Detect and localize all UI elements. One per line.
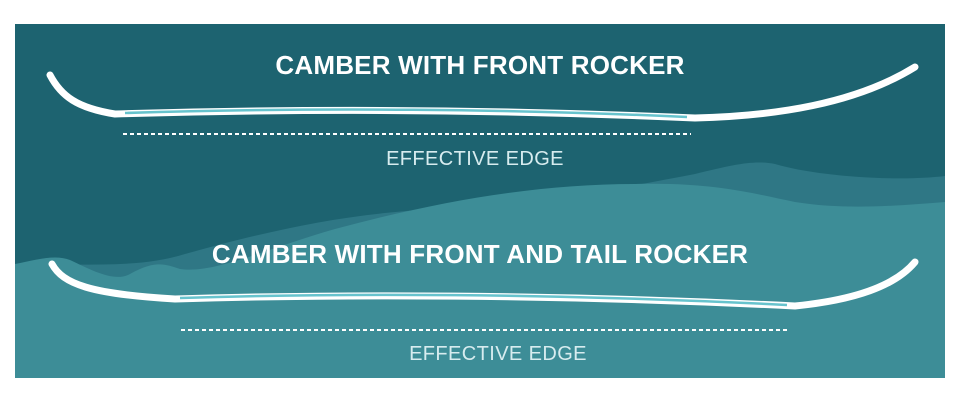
- profile-1-edge-label: EFFECTIVE EDGE: [386, 148, 564, 170]
- diagram-graphics: [15, 24, 945, 378]
- ski-profile-diagram: CAMBER WITH FRONT ROCKER EFFECTIVE EDGE …: [15, 24, 945, 378]
- profile-1-title: CAMBER WITH FRONT ROCKER: [275, 50, 685, 80]
- ski-2-camber-strip: [179, 293, 788, 307]
- ski-1-camber-strip: [124, 108, 688, 119]
- profile-2-edge-label: EFFECTIVE EDGE: [409, 343, 587, 365]
- profile-2-title: CAMBER WITH FRONT AND TAIL ROCKER: [211, 239, 749, 269]
